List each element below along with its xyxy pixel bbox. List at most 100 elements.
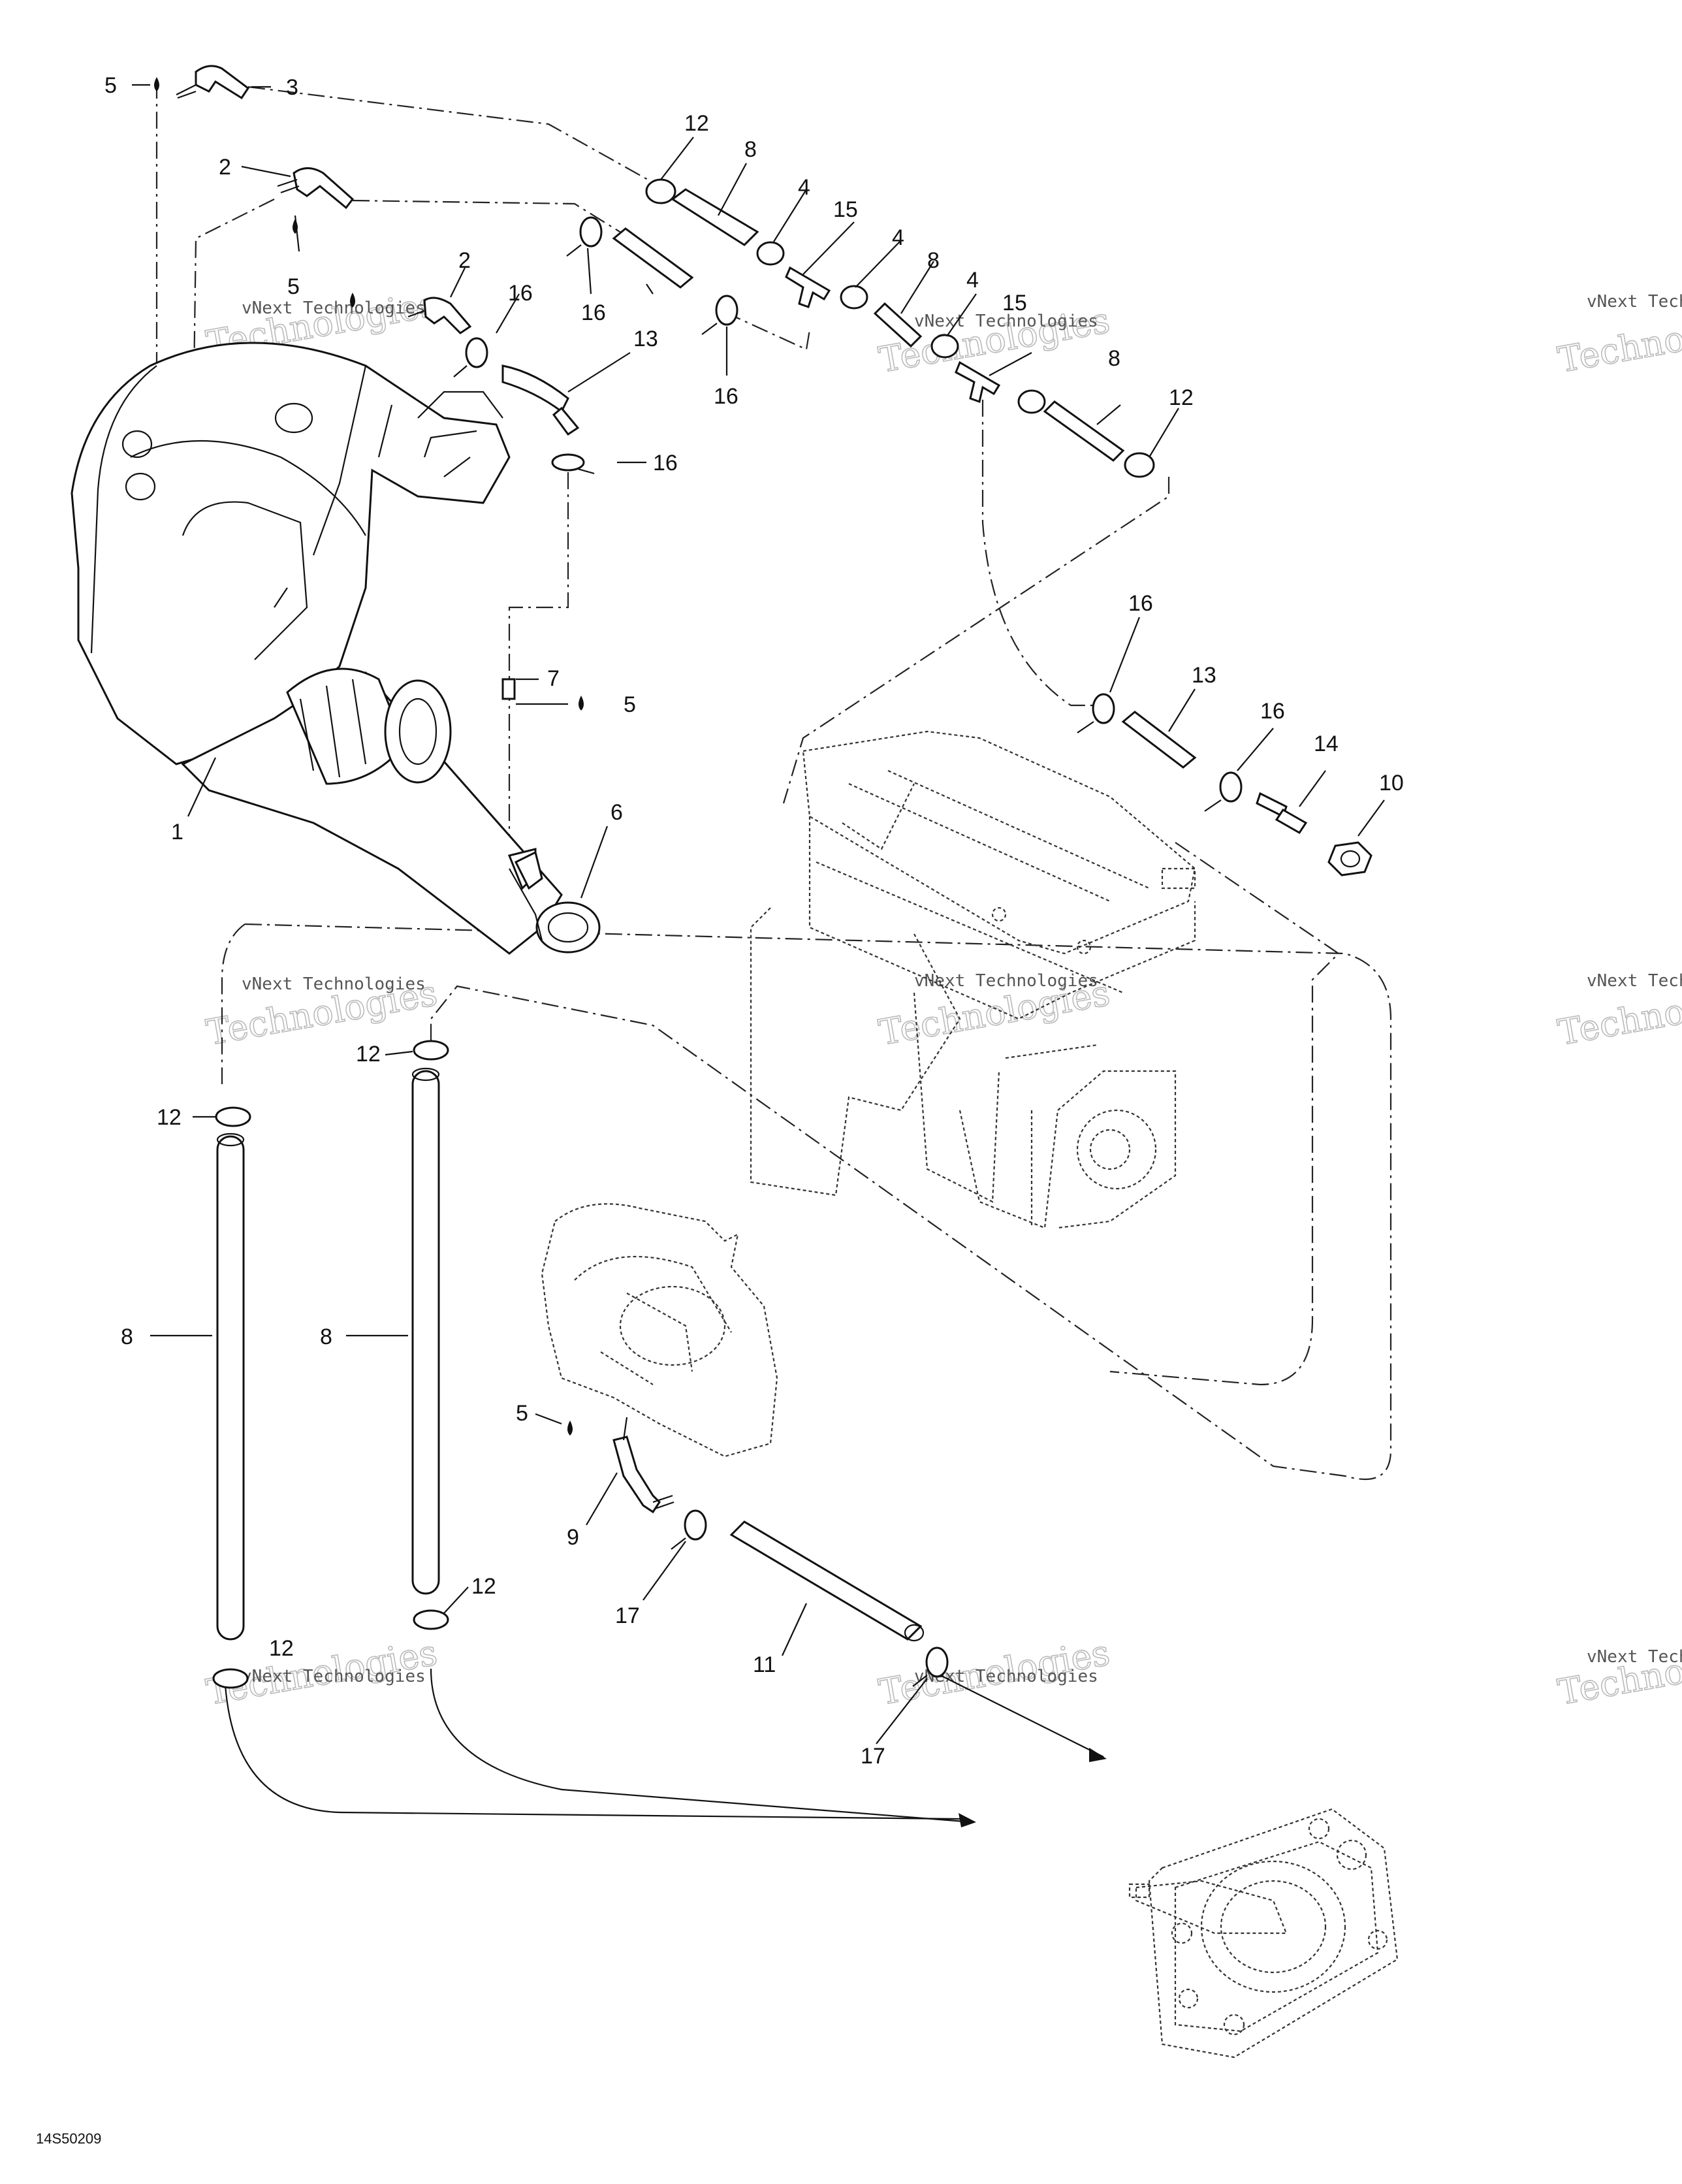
figure-code: 14S50209 [36, 2130, 101, 2147]
clamp-12 [212, 1668, 249, 1689]
callout-label: 16 [581, 300, 606, 325]
hose-long-right [411, 1070, 440, 1595]
sealant-drop-icon [350, 293, 355, 308]
nipple-7 [501, 678, 516, 700]
watermark-text: vNext Technologies [242, 298, 426, 318]
nut-10 [1327, 841, 1373, 876]
hose-13-right [1121, 711, 1197, 769]
watermark-text: vNext Technologies [1587, 1647, 1682, 1667]
watermark-text: vNext Technologies [242, 974, 426, 994]
watermark: Technologies vNext Technologies [1555, 1631, 1682, 1714]
callout-label: 8 [744, 137, 757, 162]
clamp-4 [840, 285, 868, 310]
hoses [216, 188, 1197, 1642]
callout-label: 8 [1108, 346, 1120, 371]
callout-label: 1 [171, 820, 183, 844]
callout-label: 8 [320, 1325, 332, 1349]
callout-label: 11 [753, 1652, 776, 1677]
routing-line [933, 1671, 1104, 1758]
callout-label: 16 [1260, 699, 1285, 724]
clamp-17 [912, 1646, 949, 1687]
callout-label: 5 [624, 692, 636, 717]
muffler [71, 342, 601, 955]
callout-label: 14 [1314, 731, 1339, 756]
callout-label: 16 [1128, 591, 1153, 616]
callout-label: 15 [833, 197, 858, 222]
clamp-16 [551, 453, 595, 475]
clamps [212, 178, 1243, 1689]
watermark: Technologies vNext Technologies [876, 1631, 1114, 1714]
tee-fitting-15a [785, 266, 831, 308]
routing-line [508, 472, 569, 836]
routing-line [221, 923, 246, 1084]
elbow-fitting-2b [423, 297, 472, 334]
clamp-12 [413, 1040, 449, 1061]
transom-plate-outline [1128, 1808, 1399, 2059]
callout-label: 16 [508, 281, 533, 306]
callout-label: 8 [927, 248, 940, 273]
clamp-16 [566, 216, 603, 257]
callout-label: 2 [458, 248, 471, 273]
callout-label: 6 [611, 800, 623, 825]
callout-label: 15 [1002, 291, 1027, 315]
callout-label: 4 [798, 175, 810, 200]
clamp-12 [1124, 452, 1155, 478]
callout-label: 3 [286, 75, 298, 100]
watermark-text: vNext Technologies [1587, 292, 1682, 312]
watermark-text-large: Technologies [1555, 1632, 1682, 1713]
clamp-4 [1017, 389, 1046, 414]
hose-8-upper-c [1043, 400, 1125, 462]
callout-label: 4 [892, 225, 904, 250]
callout-label: 12 [684, 111, 709, 136]
hose-8-upper-a [671, 188, 759, 246]
sealant-drop-icon [567, 1421, 573, 1436]
watermark: Technologies vNext Technologies [1555, 971, 1682, 1054]
routing-line [430, 1668, 974, 1823]
sealant-drop-icon [579, 696, 584, 711]
callout-label: 12 [471, 1574, 496, 1599]
routing-line [981, 400, 1110, 707]
callout-label: 4 [966, 268, 979, 293]
callout-label: 13 [1192, 663, 1216, 688]
watermark: Technologies vNext Technologies [1555, 292, 1682, 381]
watermark: Technologies vNext Technologies [203, 972, 441, 1054]
watermark-text: vNext Technologies [914, 312, 1098, 331]
callout-label: 5 [287, 274, 300, 299]
routing-line [244, 923, 1392, 1481]
callout-label: 17 [615, 1603, 640, 1628]
callout-label: 17 [861, 1744, 885, 1769]
elbow-fitting-2 [293, 167, 355, 210]
sealant-drops [154, 77, 584, 1436]
hose-13-curved [501, 364, 569, 413]
callout-label: 8 [121, 1325, 133, 1349]
leader-lines [132, 84, 1385, 1744]
callout-label: 10 [1379, 771, 1404, 795]
jet-pump-housing-outline [541, 1203, 778, 1458]
callout-label: 5 [516, 1401, 528, 1426]
clamp-16 [701, 295, 738, 335]
clamp-12 [215, 1106, 251, 1127]
watermark: Technologies vNext Technologies [876, 971, 1114, 1054]
elbow-fitting-9 [612, 1436, 661, 1514]
routing-lines [155, 82, 1392, 1827]
fitting-6 [514, 850, 543, 890]
arrow-head [1089, 1748, 1107, 1762]
watermark-text: vNext Technologies [242, 1667, 426, 1686]
watermark-text: vNext Technologies [1587, 971, 1682, 991]
callouts: 5 3 12 2 8 4 15 4 8 4 15 2 5 16 16 13 16… [104, 73, 1404, 1769]
callout-label: 9 [567, 1525, 579, 1550]
callout-label: 13 [633, 327, 658, 351]
sealant-drop-icon [154, 77, 159, 91]
clamp-4 [930, 334, 959, 359]
callout-label: 12 [269, 1636, 294, 1661]
watermark-text: vNext Technologies [914, 971, 1098, 991]
routing-line [247, 86, 660, 187]
clamp-16 [1077, 693, 1115, 733]
callout-label: 2 [219, 155, 231, 180]
hose-11 [729, 1520, 923, 1641]
callout-label: 16 [653, 451, 678, 475]
clamp-17 [671, 1509, 707, 1550]
routing-line [724, 311, 811, 351]
routing-line [1109, 842, 1340, 1386]
